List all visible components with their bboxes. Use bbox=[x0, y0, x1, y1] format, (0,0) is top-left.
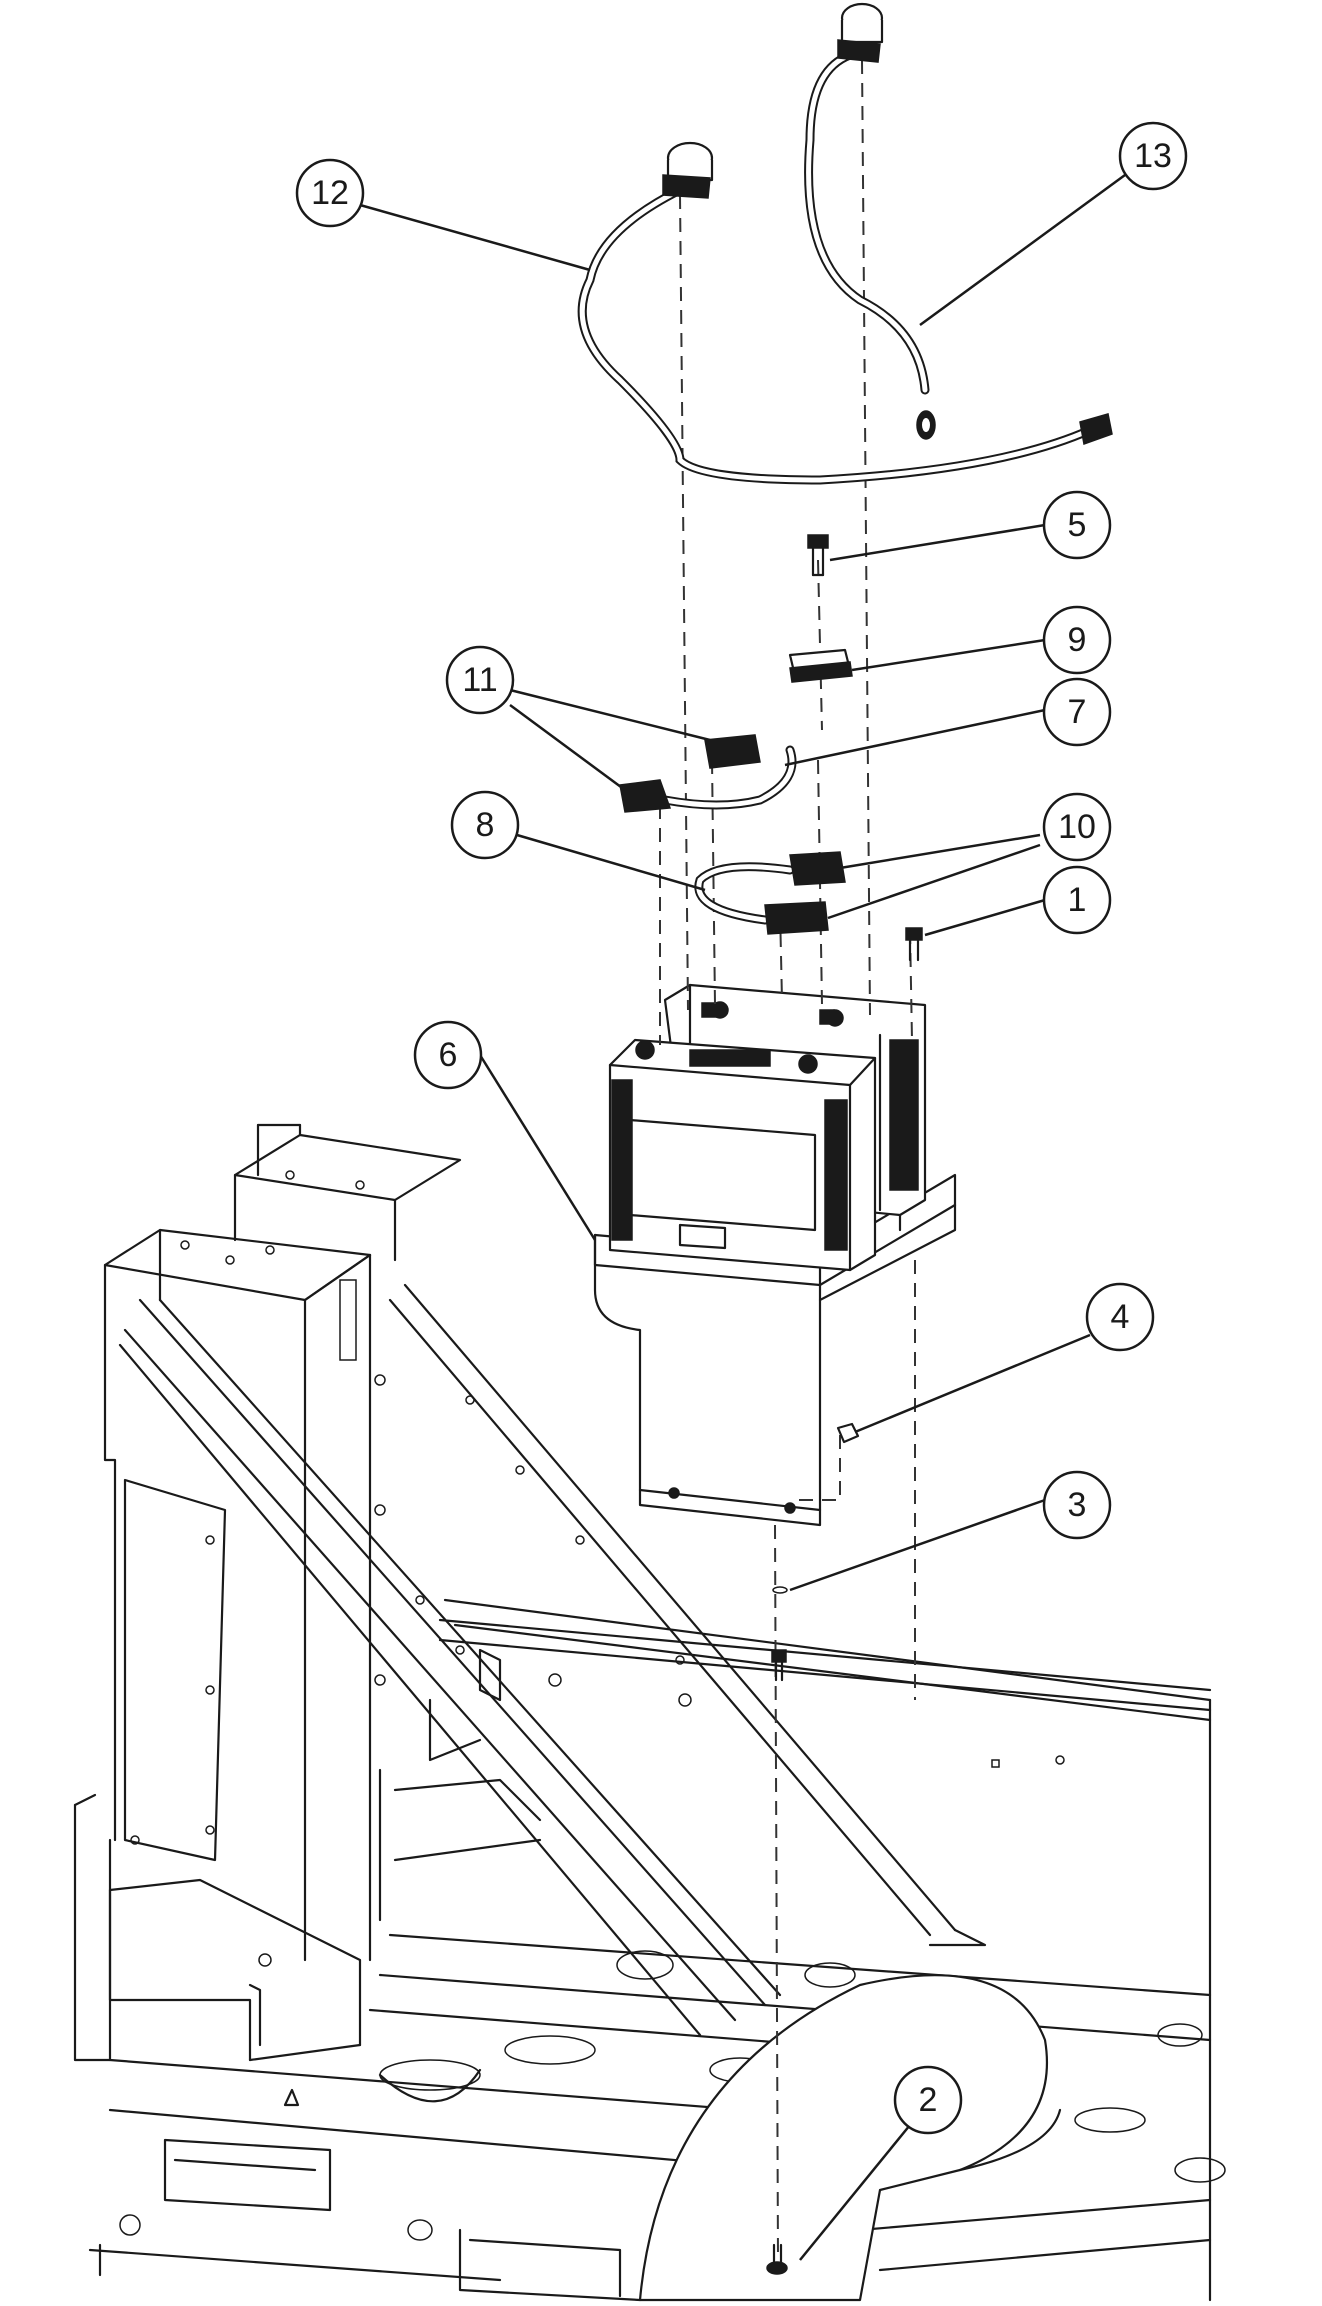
callout-5: 5 bbox=[1042, 490, 1112, 560]
callout-6: 6 bbox=[413, 1020, 483, 1090]
callout-4-label: 4 bbox=[1111, 1298, 1130, 1336]
battery-front bbox=[608, 1038, 877, 1272]
callout-1: 1 bbox=[1042, 865, 1112, 935]
hold-down-clamp-9 bbox=[788, 648, 853, 683]
jumper-cable-7 bbox=[619, 734, 797, 813]
bolt-5 bbox=[807, 534, 829, 577]
diagonal-braces bbox=[118, 1283, 987, 2037]
callout-13-label: 13 bbox=[1134, 137, 1172, 175]
callout-13: 13 bbox=[1118, 121, 1188, 191]
leader-lines bbox=[359, 173, 1126, 2261]
callout-3: 3 bbox=[1042, 1470, 1112, 1540]
callout-3-label: 3 bbox=[1068, 1486, 1087, 1524]
cable-12 bbox=[577, 141, 1113, 485]
callout-11: 11 bbox=[445, 645, 515, 715]
nut-4 bbox=[836, 1422, 860, 1444]
callout-8-label: 8 bbox=[476, 806, 495, 844]
callout-12-label: 12 bbox=[311, 174, 349, 212]
callout-5-label: 5 bbox=[1068, 506, 1087, 544]
chassis-frame bbox=[88, 1618, 1226, 2302]
side-panel bbox=[378, 1598, 1212, 2302]
jumper-cable-8 bbox=[694, 851, 846, 935]
callout-8: 8 bbox=[450, 790, 520, 860]
callout-7: 7 bbox=[1042, 677, 1112, 747]
callout-2: 2 bbox=[893, 2065, 963, 2135]
callout-9: 9 bbox=[1042, 605, 1112, 675]
callout-2-label: 2 bbox=[919, 2081, 938, 2119]
bolt-2 bbox=[766, 1649, 788, 2275]
callout-11-label: 11 bbox=[462, 661, 497, 699]
callout-6-label: 6 bbox=[439, 1036, 458, 1074]
callout-10-label: 10 bbox=[1058, 808, 1096, 846]
cable-13 bbox=[804, 2, 936, 440]
callout-1-label: 1 bbox=[1068, 881, 1087, 919]
callout-10: 10 bbox=[1042, 792, 1112, 862]
callout-4: 4 bbox=[1085, 1282, 1155, 1352]
screw-1 bbox=[905, 927, 923, 962]
callout-7-label: 7 bbox=[1068, 693, 1087, 731]
battery-tray bbox=[593, 1173, 957, 1527]
upright-tower bbox=[73, 1123, 542, 2107]
callout-12: 12 bbox=[295, 158, 365, 228]
callout-9-label: 9 bbox=[1068, 621, 1087, 659]
washer-3 bbox=[772, 1586, 788, 1594]
